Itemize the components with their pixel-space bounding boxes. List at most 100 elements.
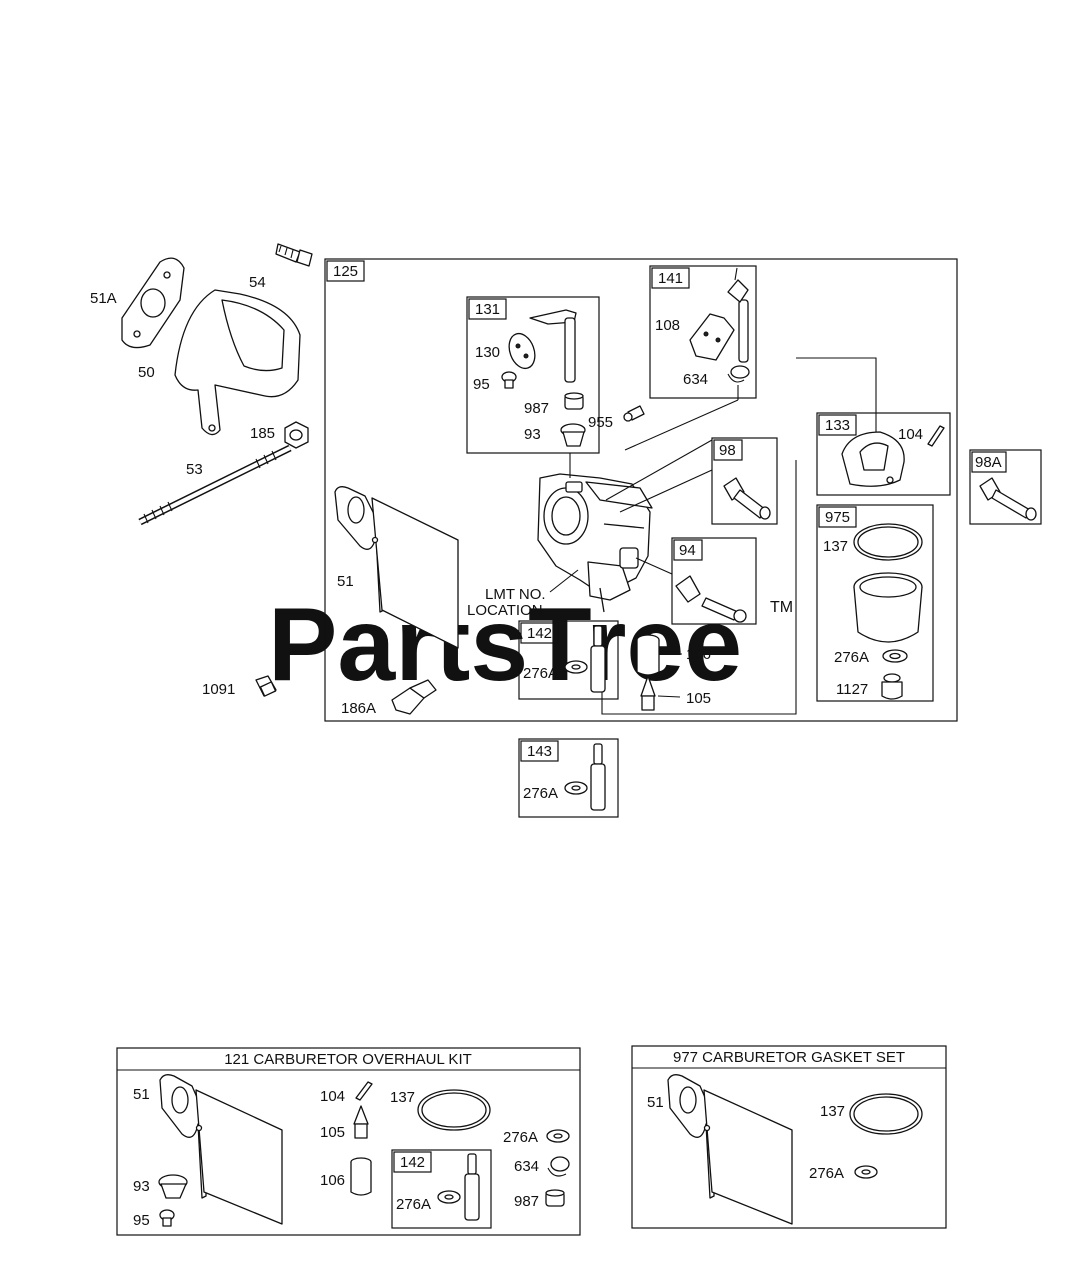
- group-975-tag: [818, 506, 857, 528]
- callout-104: 104: [898, 426, 923, 443]
- part-133-float[interactable]: [841, 431, 905, 487]
- watermark: PartsTree: [268, 587, 742, 703]
- group-133-tag: [818, 414, 857, 436]
- part-98A-screw[interactable]: [979, 477, 1037, 521]
- callout-53: 53: [186, 461, 203, 478]
- kit121-part-137-gasket[interactable]: [417, 1089, 491, 1131]
- callout-143: 143: [527, 743, 552, 760]
- kit977-part-51-gasket[interactable]: [667, 1074, 793, 1225]
- kit121-part-104-pin[interactable]: [355, 1081, 373, 1101]
- kit121-part-106-seat[interactable]: [350, 1157, 372, 1196]
- callout-51A: 51A: [90, 290, 117, 307]
- part-130-throttle-plate[interactable]: [505, 330, 540, 372]
- part-186A-elbow[interactable]: [391, 679, 437, 715]
- callout-141: 141: [658, 270, 683, 287]
- part-276A-washer-142[interactable]: [564, 660, 588, 674]
- part-987-seal[interactable]: [564, 392, 584, 410]
- kit121-part-276A-washer-142[interactable]: [437, 1190, 461, 1204]
- part-104-pin[interactable]: [927, 425, 945, 447]
- kit121-group-142-tag: [393, 1151, 432, 1173]
- part-955-screw[interactable]: [623, 405, 645, 422]
- kit121-part-105-needle[interactable]: [353, 1105, 369, 1139]
- group-98-tag: [713, 439, 743, 461]
- part-1127-drain-screw[interactable]: [881, 673, 903, 700]
- part-93-choke-part[interactable]: [560, 423, 586, 447]
- callout-142: 142: [527, 625, 552, 642]
- group-133-box: [816, 412, 951, 496]
- callout-51: 51: [337, 573, 354, 590]
- part-142-main-jet[interactable]: [590, 625, 606, 693]
- kit-977-title: 977 CARBURETOR GASKET SET: [673, 1049, 905, 1066]
- part-94-main-jet-screw[interactable]: [675, 575, 747, 623]
- kit121-part-51-gasket[interactable]: [159, 1074, 283, 1225]
- callout-133: 133: [825, 417, 850, 434]
- kit121-part-987-seal[interactable]: [545, 1189, 565, 1207]
- kit-977-box: [631, 1045, 947, 1229]
- callout-lmt-2: LOCATION: [467, 602, 543, 619]
- part-51-gasket[interactable]: [334, 486, 459, 649]
- callout-185: 185: [250, 425, 275, 442]
- part-108-choke-plate[interactable]: [689, 313, 735, 361]
- part-137-bowl-gasket[interactable]: [853, 523, 923, 561]
- callout-125: 125: [333, 263, 358, 280]
- part-54-bolt[interactable]: [275, 243, 313, 267]
- kit121-callout-105: 105: [320, 1124, 345, 1141]
- callout-634: 634: [683, 371, 708, 388]
- callout-1091: 1091: [202, 681, 235, 698]
- kit121-callout-987: 987: [514, 1193, 539, 1210]
- kit977-part-137-gasket[interactable]: [849, 1093, 923, 1135]
- group-142-box: [518, 620, 619, 700]
- part-50-intake-elbow[interactable]: [174, 289, 301, 436]
- group-131-tag: [468, 298, 507, 320]
- part-98-idle-screw[interactable]: [723, 477, 771, 520]
- callout-955: 955: [588, 414, 613, 431]
- part-throttle-shaft[interactable]: [529, 309, 577, 383]
- group-125-box: [324, 258, 958, 722]
- part-95-screw[interactable]: [501, 371, 517, 389]
- kit121-callout-51: 51: [133, 1086, 150, 1103]
- callout-137: 137: [823, 538, 848, 555]
- callout-975: 975: [825, 509, 850, 526]
- group-143-tag: [520, 740, 559, 762]
- part-143-jet[interactable]: [590, 743, 606, 811]
- kit121-callout-93: 93: [133, 1178, 150, 1195]
- part-634-spring[interactable]: [727, 365, 750, 383]
- kit121-part-634-spring[interactable]: [547, 1156, 570, 1177]
- callout-276A-975: 276A: [834, 649, 869, 666]
- kit-121-box: [116, 1047, 581, 1236]
- kit977-callout-51: 51: [647, 1094, 664, 1111]
- callout-94: 94: [679, 542, 696, 559]
- group-98A-box: [969, 449, 1042, 525]
- kit121-callout-634: 634: [514, 1158, 539, 1175]
- kit121-callout-142: 142: [400, 1154, 425, 1171]
- part-choke-shaft[interactable]: [727, 267, 749, 363]
- kit121-callout-95: 95: [133, 1212, 150, 1229]
- part-105-needle[interactable]: [640, 675, 656, 711]
- part-53-stud[interactable]: [138, 444, 292, 526]
- kit977-part-276A-washer[interactable]: [854, 1165, 878, 1179]
- group-131-box: [466, 296, 600, 454]
- part-276A-washer[interactable]: [882, 649, 908, 663]
- callout-130: 130: [475, 344, 500, 361]
- group-142-tag: [520, 622, 559, 644]
- callout-276A-143: 276A: [523, 785, 558, 802]
- part-106-needle-seat[interactable]: [636, 634, 660, 676]
- callout-1127: 1127: [836, 681, 868, 698]
- group-141-tag: [651, 267, 690, 289]
- group-94-tag: [673, 539, 703, 561]
- kit977-callout-276A: 276A: [809, 1165, 844, 1182]
- kit121-callout-106: 106: [320, 1172, 345, 1189]
- part-carburetor-body[interactable]: [537, 473, 653, 613]
- part-1091-fitting[interactable]: [255, 675, 277, 697]
- kit121-part-142-jet[interactable]: [464, 1153, 480, 1221]
- kit121-part-95[interactable]: [159, 1209, 175, 1227]
- kit121-callout-104: 104: [320, 1088, 345, 1105]
- part-51A-gasket[interactable]: [121, 257, 185, 349]
- part-float-bowl[interactable]: [853, 572, 923, 643]
- kit121-part-276A-washer[interactable]: [546, 1129, 570, 1143]
- callout-276A-142: 276A: [523, 665, 558, 682]
- kit121-part-93[interactable]: [158, 1174, 188, 1199]
- part-276A-washer-143[interactable]: [564, 781, 588, 795]
- part-185-nut[interactable]: [284, 421, 309, 449]
